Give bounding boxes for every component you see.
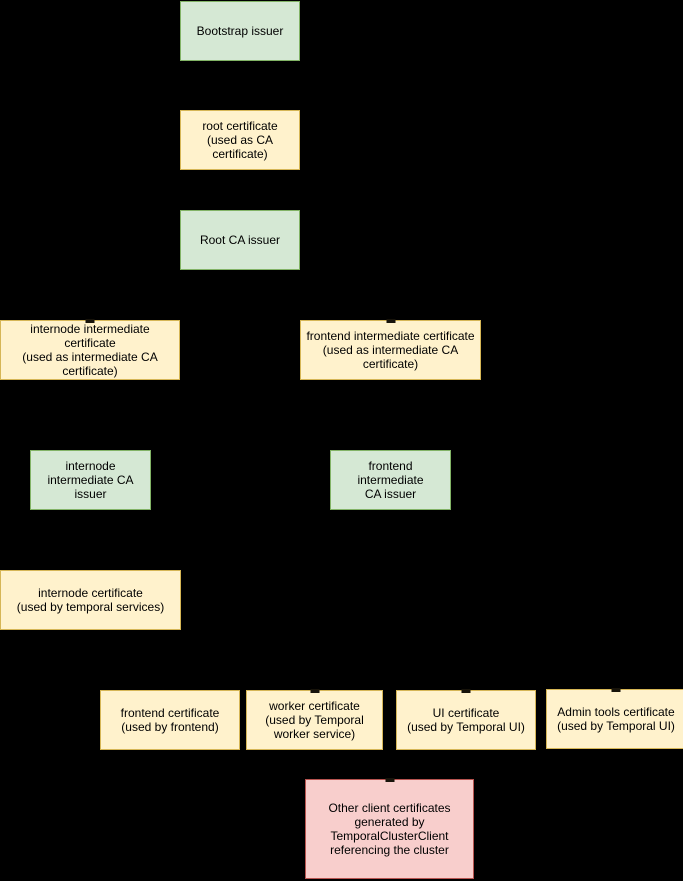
arrowhead-notch-icon: [310, 689, 319, 693]
node-label: worker certificate (used by Temporal wor…: [265, 699, 364, 741]
node-internode-certificate: internode certificate (used by temporal …: [0, 570, 181, 630]
node-admin-tools-certificate: Admin tools certificate (used by Tempora…: [546, 688, 683, 749]
node-label: Admin tools certificate (used by Tempora…: [557, 705, 675, 733]
node-label: Other client certificates generated by T…: [328, 801, 451, 857]
node-label: Bootstrap issuer: [196, 24, 284, 38]
node-root-ca-issuer: Root CA issuer: [180, 210, 300, 270]
node-label: UI certificate (used by Temporal UI): [407, 706, 525, 734]
node-label: internode intermediate CA issuer: [47, 459, 134, 501]
node-label: root certificate (used as CA certificate…: [202, 119, 278, 161]
arrowhead-notch-icon: [611, 688, 621, 692]
node-frontend-intermediate-certificate: frontend intermediate certificate (used …: [300, 319, 481, 380]
node-other-client-certificates: Other client certificates generated by T…: [305, 778, 474, 879]
node-frontend-certificate: frontend certificate (used by frontend): [100, 690, 240, 750]
node-label: internode certificate (used by temporal …: [16, 586, 165, 614]
node-bootstrap-issuer: Bootstrap issuer: [180, 1, 300, 61]
node-label: Root CA issuer: [199, 233, 281, 247]
node-label: frontend intermediate CA issuer: [357, 459, 424, 501]
node-label: internode intermediate certificate (used…: [22, 322, 158, 378]
node-internode-intermediate-certificate: internode intermediate certificate (used…: [0, 319, 180, 380]
node-root-certificate: root certificate (used as CA certificate…: [180, 110, 300, 170]
node-internode-intermediate-ca-issuer: internode intermediate CA issuer: [30, 450, 151, 510]
node-label: frontend certificate (used by frontend): [120, 706, 220, 734]
arrowhead-notch-icon: [85, 319, 95, 323]
node-ui-certificate: UI certificate (used by Temporal UI): [396, 689, 536, 750]
node-worker-certificate: worker certificate (used by Temporal wor…: [246, 689, 383, 750]
arrowhead-notch-icon: [461, 689, 471, 693]
node-frontend-intermediate-ca-issuer: frontend intermediate CA issuer: [330, 450, 451, 510]
arrowhead-notch-icon: [385, 778, 394, 782]
arrowhead-notch-icon: [386, 319, 395, 323]
node-label: frontend intermediate certificate (used …: [306, 329, 475, 371]
